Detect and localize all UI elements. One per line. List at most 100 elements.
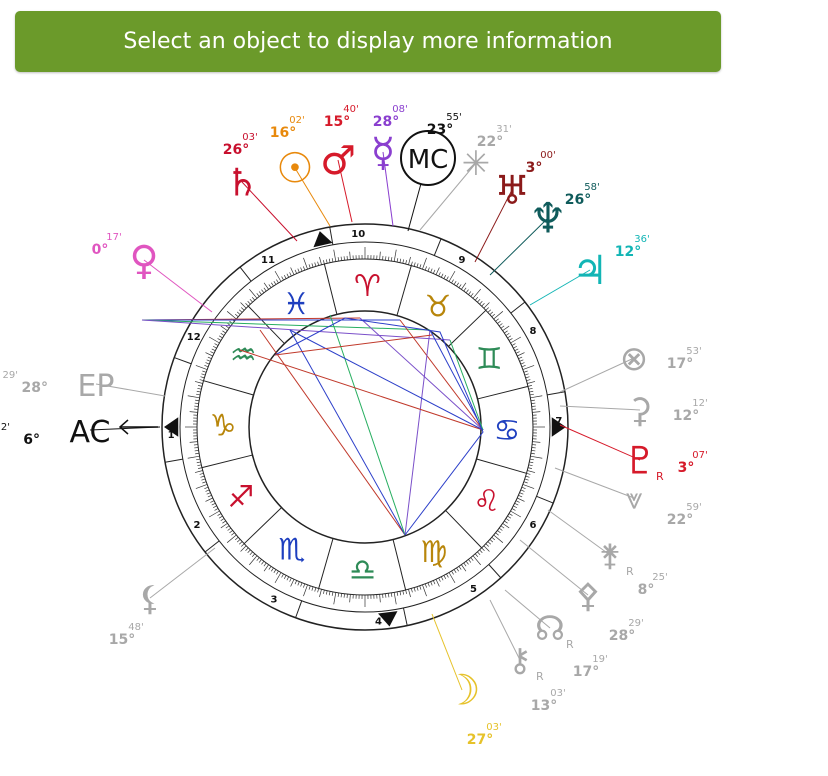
degree-tick bbox=[520, 489, 525, 492]
degree-tick bbox=[319, 256, 322, 265]
degree-tick bbox=[479, 300, 483, 305]
pallas-marker[interactable]: ⚴28°29' bbox=[576, 576, 644, 644]
sun-marker[interactable]: ☉16°02' bbox=[270, 115, 314, 193]
mercury-leader bbox=[382, 151, 394, 227]
sign-virgo-glyph[interactable]: ♍ bbox=[420, 535, 447, 570]
house-cusp bbox=[295, 600, 303, 618]
degree-tick bbox=[220, 333, 225, 336]
lilith-marker[interactable]: ⚸15°48' bbox=[109, 579, 163, 648]
pluto-marker[interactable]: ♇R3°07' bbox=[623, 438, 708, 483]
north-node-marker[interactable]: ☊R17°19' bbox=[535, 609, 608, 680]
degree-tick bbox=[294, 580, 297, 585]
sign-sagittarius-glyph[interactable]: ♐ bbox=[227, 480, 254, 515]
degree-tick bbox=[197, 464, 202, 467]
degree-tick bbox=[497, 320, 501, 324]
degree-tick bbox=[529, 461, 534, 464]
mars-marker[interactable]: ♂15°40' bbox=[320, 104, 359, 184]
degree-tick bbox=[465, 560, 469, 565]
mc-arrow bbox=[313, 231, 333, 248]
pallas-minute: 29' bbox=[628, 618, 643, 629]
house-number: 10 bbox=[351, 229, 365, 240]
degree-tick bbox=[303, 584, 308, 597]
sun-minute: 02' bbox=[289, 115, 304, 126]
neptune-marker[interactable]: ♆26°58' bbox=[529, 182, 600, 243]
juno-marker[interactable]: ⚵R8°25' bbox=[599, 539, 668, 599]
degree-tick bbox=[507, 335, 512, 339]
fixed-star-marker[interactable]: ✳22°31' bbox=[462, 124, 512, 184]
chiron-marker[interactable]: ⚷R13°03' bbox=[508, 641, 565, 714]
ep-minute: 29' bbox=[3, 370, 18, 381]
degree-tick bbox=[212, 345, 217, 349]
sign-gemini-glyph[interactable]: ♊ bbox=[476, 342, 503, 377]
degree-tick bbox=[204, 365, 209, 368]
degree-tick bbox=[405, 260, 407, 265]
vertex-marker[interactable]: ⩔22°59' bbox=[626, 482, 702, 529]
degree-tick bbox=[405, 589, 407, 594]
house-number: 7 bbox=[555, 416, 562, 427]
degree-tick bbox=[337, 592, 340, 597]
sign-leo-glyph[interactable]: ♌ bbox=[473, 484, 500, 519]
mercury-marker[interactable]: ☿28°08' bbox=[371, 104, 408, 176]
sign-scorpio-glyph[interactable]: ♏ bbox=[278, 533, 305, 568]
degree-tick bbox=[504, 330, 508, 334]
degree-tick bbox=[323, 260, 325, 265]
house-cusp bbox=[510, 301, 526, 314]
venus-marker[interactable]: ♀0°17' bbox=[92, 232, 159, 284]
sign-cancer-glyph[interactable]: ♋ bbox=[494, 413, 521, 448]
sign-aries-glyph[interactable]: ♈ bbox=[354, 269, 381, 304]
chiron-degree: 13° bbox=[531, 698, 557, 714]
saturn-marker[interactable]: ♄26°03' bbox=[223, 132, 259, 204]
uranus-marker[interactable]: ♅3°00' bbox=[494, 150, 556, 214]
degree-tick bbox=[205, 489, 210, 492]
degree-tick bbox=[331, 258, 334, 263]
degree-tick bbox=[379, 251, 381, 260]
degree-tick bbox=[527, 381, 536, 384]
degree-tick bbox=[507, 515, 512, 519]
moon-marker[interactable]: ☽27°03' bbox=[443, 666, 502, 748]
sign-divider bbox=[396, 265, 412, 316]
part-of-fortune-marker[interactable]: ⊗17°53' bbox=[620, 339, 702, 379]
sign-taurus-glyph[interactable]: ♉ bbox=[425, 289, 452, 324]
degree-tick bbox=[468, 559, 472, 563]
degree-tick bbox=[249, 298, 253, 303]
degree-tick bbox=[205, 362, 210, 365]
degree-tick bbox=[225, 325, 230, 329]
degree-tick bbox=[427, 582, 430, 587]
planet-glyphs[interactable]: ♄26°03' ☉16°02'♂15°40' ☿28°08'MC23°55'✳22°… bbox=[0, 104, 708, 748]
degree-tick bbox=[245, 303, 249, 307]
ac-marker[interactable]: AC6°52' bbox=[0, 415, 158, 450]
house-cusp bbox=[239, 266, 252, 282]
info-banner[interactable]: Select an object to display more informa… bbox=[15, 11, 721, 72]
degree-tick bbox=[528, 464, 533, 467]
degree-tick bbox=[214, 343, 219, 346]
juno-leader bbox=[547, 509, 611, 556]
juno-icon: ⚵ bbox=[599, 539, 621, 574]
juno-minute: 25' bbox=[652, 572, 667, 583]
degree-tick bbox=[504, 520, 508, 524]
degree-tick bbox=[523, 370, 528, 373]
sedna-marker[interactable]: ⚳12°12' bbox=[628, 391, 708, 431]
degree-tick bbox=[198, 467, 203, 469]
moon-degree: 27° bbox=[467, 732, 493, 748]
degree-tick bbox=[317, 261, 320, 266]
sign-divider bbox=[477, 385, 529, 400]
sign-pisces-glyph[interactable]: ♓ bbox=[283, 287, 310, 322]
venus-minute: 17' bbox=[106, 232, 121, 243]
sign-aquarius-glyph[interactable]: ♒ bbox=[230, 338, 257, 373]
sign-capricorn-glyph[interactable]: ♑ bbox=[210, 409, 237, 444]
degree-tick bbox=[234, 313, 239, 318]
degree-tick bbox=[202, 370, 207, 373]
degree-tick bbox=[297, 268, 300, 273]
part-of-fortune-leader bbox=[559, 357, 635, 393]
degree-tick bbox=[481, 547, 485, 551]
degree-tick bbox=[289, 577, 292, 582]
jupiter-marker[interactable]: ♃12°36' bbox=[572, 234, 650, 294]
degree-tick bbox=[247, 549, 251, 554]
sign-libra-glyph[interactable]: ♎ bbox=[349, 553, 376, 588]
degree-tick bbox=[263, 562, 267, 567]
degree-tick bbox=[435, 579, 440, 587]
degree-tick bbox=[207, 356, 212, 359]
